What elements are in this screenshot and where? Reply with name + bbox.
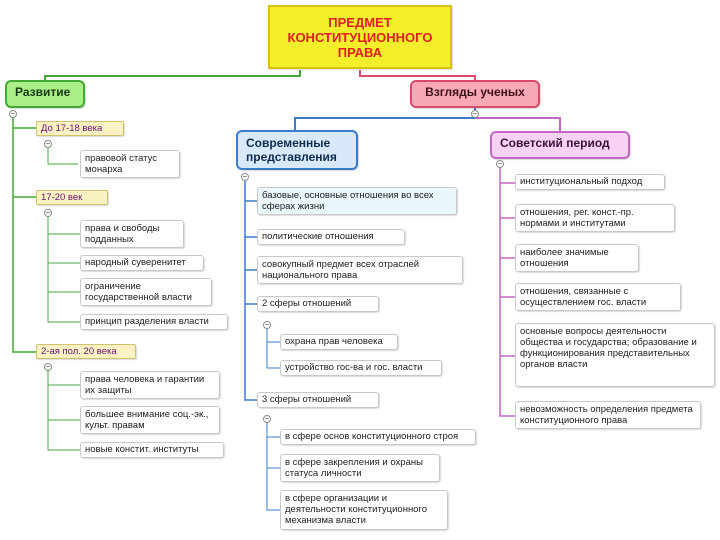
item-label: отношения, рег. конст.-пр. нормами и инс…: [520, 207, 634, 229]
branch-scholars[interactable]: Взгляды ученых: [410, 80, 540, 108]
group-label: 3 сферы отношений: [262, 394, 352, 405]
collapse-toggle[interactable]: −: [496, 159, 504, 168]
collapse-toggle[interactable]: −: [44, 208, 52, 217]
period-label: До 17-18 века: [41, 123, 103, 134]
item-label: права и свободы подданных: [85, 223, 160, 245]
period-17-20[interactable]: 17-20 век: [36, 190, 108, 205]
collapse-toggle[interactable]: −: [471, 109, 479, 118]
item-label: правовой статус монарха: [85, 153, 158, 175]
item-label: отношения, связанные с осуществлением го…: [520, 286, 647, 308]
period-second-half-20[interactable]: 2-ая пол. 20 века: [36, 344, 136, 359]
item-state-structure[interactable]: устройство гос-ва и гос. власти: [280, 360, 442, 376]
item-separation-powers[interactable]: принцип разделения власти: [80, 314, 228, 330]
branch-modern-views[interactable]: Современные представления: [236, 130, 358, 170]
item-power-limitation[interactable]: ограничение государственной власти: [80, 278, 212, 306]
item-label: права человека и гарантии их защиты: [85, 374, 205, 396]
item-label: в сфере основ конституционного строя: [285, 431, 459, 442]
item-socio-economic[interactable]: большее внимание соц.-эк., культ. правам: [80, 406, 220, 434]
item-power-mechanism[interactable]: в сфере организации и деятельности конст…: [280, 490, 448, 530]
item-new-institutes[interactable]: новые констит. институты: [80, 442, 224, 458]
item-label: устройство гос-ва и гос. власти: [285, 362, 423, 373]
item-label: ограничение государственной власти: [85, 281, 192, 303]
root-title: ПРЕДМЕТ КОНСТИТУЦИОННОГО ПРАВА: [287, 14, 433, 60]
item-society-state-issues[interactable]: основные вопросы деятельности общества и…: [515, 323, 715, 387]
item-human-rights-protection[interactable]: охрана прав человека: [280, 334, 398, 350]
branch-soviet-label: Советский период: [500, 136, 610, 150]
branch-development-label: Развитие: [15, 85, 71, 99]
item-label: принцип разделения власти: [85, 316, 209, 327]
period-label: 17-20 век: [41, 192, 83, 203]
group-two-spheres[interactable]: 2 сферы отношений: [257, 296, 379, 312]
branch-modern-label: Современные представления: [246, 136, 337, 164]
item-monarch-status[interactable]: правовой статус монарха: [80, 150, 180, 178]
item-label: большее внимание соц.-эк., культ. правам: [85, 409, 209, 431]
branch-development[interactable]: Развитие: [5, 80, 85, 108]
item-aggregate-subject[interactable]: совокупный предмет всех отраслей национа…: [257, 256, 463, 284]
item-state-power-relations[interactable]: отношения, связанные с осуществлением го…: [515, 283, 681, 311]
item-personal-status[interactable]: в сфере закрепления и охраны статуса лич…: [280, 454, 440, 482]
item-label: охрана прав человека: [285, 336, 383, 347]
item-label: институциональный подход: [520, 176, 643, 187]
item-label: совокупный предмет всех отраслей национа…: [262, 259, 420, 281]
root-topic[interactable]: ПРЕДМЕТ КОНСТИТУЦИОННОГО ПРАВА: [268, 5, 452, 69]
item-impossibility-definition[interactable]: невозможность определения предмета конст…: [515, 401, 701, 429]
collapse-toggle[interactable]: −: [44, 362, 52, 371]
group-label: 2 сферы отношений: [262, 298, 352, 309]
collapse-toggle[interactable]: −: [263, 320, 271, 329]
item-political-relations[interactable]: политические отношения: [257, 229, 405, 245]
item-label: в сфере организации и деятельности конст…: [285, 493, 428, 526]
item-label: новые констит. институты: [85, 444, 199, 455]
branch-scholars-label: Взгляды ученых: [425, 85, 525, 99]
collapse-toggle[interactable]: −: [44, 139, 52, 148]
period-before-17-18[interactable]: До 17-18 века: [36, 121, 124, 136]
collapse-toggle[interactable]: −: [263, 414, 271, 423]
item-sovereignty[interactable]: народный суверенитет: [80, 255, 204, 271]
item-label: базовые, основные отношения во всех сфер…: [262, 190, 434, 212]
item-constitutional-order[interactable]: в сфере основ конституционного строя: [280, 429, 476, 445]
item-rights-freedoms[interactable]: права и свободы подданных: [80, 220, 184, 248]
item-institutional-approach[interactable]: институциональный подход: [515, 174, 665, 190]
group-three-spheres[interactable]: 3 сферы отношений: [257, 392, 379, 408]
item-label: народный суверенитет: [85, 257, 186, 268]
item-label: политические отношения: [262, 231, 374, 242]
item-regulated-relations[interactable]: отношения, рег. конст.-пр. нормами и инс…: [515, 204, 675, 232]
branch-soviet-period[interactable]: Советский период: [490, 131, 630, 159]
collapse-toggle[interactable]: −: [9, 109, 17, 118]
item-label: в сфере закрепления и охраны статуса лич…: [285, 457, 423, 479]
item-basic-relations[interactable]: базовые, основные отношения во всех сфер…: [257, 187, 457, 215]
item-label: наиболее значимые отношения: [520, 247, 609, 269]
period-label: 2-ая пол. 20 века: [41, 346, 117, 357]
item-significant-relations[interactable]: наиболее значимые отношения: [515, 244, 639, 272]
item-label: невозможность определения предмета конст…: [520, 404, 693, 426]
item-human-rights[interactable]: права человека и гарантии их защиты: [80, 371, 220, 399]
item-label: основные вопросы деятельности общества и…: [520, 326, 697, 370]
collapse-toggle[interactable]: −: [241, 172, 249, 181]
